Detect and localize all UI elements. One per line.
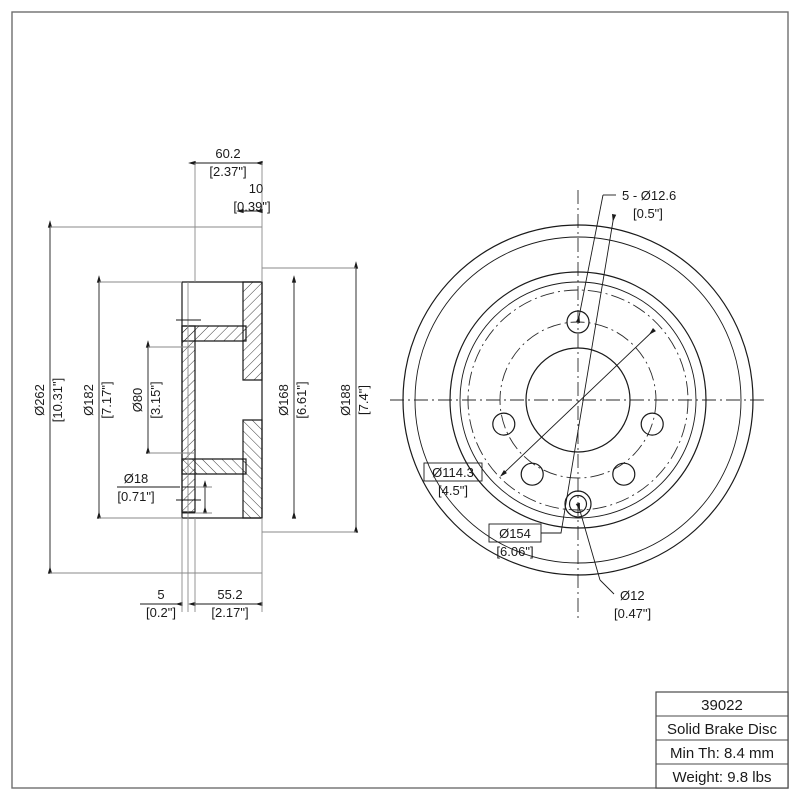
dim-outer-dia-in: [10.31"] — [50, 378, 65, 422]
dim-overall-width-in: [2.37"] — [209, 164, 246, 179]
face-friction-outer-circle — [414, 236, 742, 564]
callout-bolt-holes-in: [0.5"] — [633, 206, 663, 221]
face-pin-hole-outer — [564, 490, 592, 518]
callout-box-bolt-circle — [423, 462, 483, 482]
dim-hub-bore-mm: Ø80 — [130, 388, 145, 413]
dim-hat-depth-in: [0.2"] — [146, 605, 176, 620]
leader-inner-circle — [541, 214, 617, 534]
dim-mid-dia-in: [7.4"] — [356, 385, 371, 415]
dim-friction-outer-dia-in: [7.17"] — [99, 381, 114, 418]
callout-bolt-circle-in: [4.5"] — [438, 483, 468, 498]
section-hat-web-lower — [181, 458, 247, 475]
dim-friction-outer-dia-mm: Ø182 — [81, 384, 96, 416]
dim-inner-dia-mm: Ø168 — [276, 384, 291, 416]
dim-bolt-hole-mm: Ø18 — [124, 471, 149, 486]
dim-flange-thk-in: [0.39"] — [233, 199, 270, 214]
leader-pin-hole-tick — [599, 579, 615, 595]
face-hat-inner-circle — [459, 281, 697, 519]
callout-inner-circle-in: [6.06"] — [496, 544, 533, 559]
face-outer-circle — [402, 224, 754, 576]
dim-flange-thk-mm: 10 — [249, 181, 263, 196]
dim-hub-bore-in: [3.15"] — [148, 381, 163, 418]
callout-bolt-circle-mm: Ø114.3 — [432, 465, 474, 480]
callout-pin-hole-mm: Ø12 — [620, 588, 645, 603]
leader-pin-hole — [575, 502, 601, 581]
title-block: 39022 Solid Brake Disc Min Th: 8.4 mm We… — [655, 691, 789, 789]
callout-bolt-holes-mm: 5 - Ø12.6 — [622, 188, 676, 203]
section-hat-wall-upper — [181, 325, 196, 513]
dim-disc-depth-mm: 55.2 — [217, 587, 242, 602]
section-outer-outline — [243, 281, 263, 519]
title-block-part-number: 39022 — [701, 697, 743, 714]
title-block-weight: Weight: 9.8 lbs — [673, 769, 772, 786]
cross-section-view: 60.2 [2.37"] 10 [0.39"] Ø262 [10.31"] Ø1… — [32, 146, 371, 620]
title-block-description: Solid Brake Disc — [667, 721, 778, 738]
face-hat-outer-circle — [449, 271, 707, 529]
dim-bolt-hole-in: [0.71"] — [117, 489, 154, 504]
dim-outer-dia-mm: Ø262 — [32, 384, 47, 416]
face-bolt-hole-4 — [520, 462, 544, 486]
face-pin-hole-inner — [568, 494, 588, 514]
dim-line-bolt-circle — [499, 328, 656, 477]
face-bolt-hole-3 — [612, 462, 636, 486]
dim-mid-dia-mm: Ø188 — [338, 384, 353, 416]
callout-pin-hole-in: [0.47"] — [614, 606, 651, 621]
face-view: 5 - Ø12.6 [0.5"] Ø114.3 [4.5"] Ø154 [6.0… — [390, 188, 766, 622]
title-block-min-thickness: Min Th: 8.4 mm — [670, 745, 774, 762]
dim-inner-dia-in: [6.61"] — [294, 381, 309, 418]
dim-disc-depth-in: [2.17"] — [211, 605, 248, 620]
leader-bolt-holes — [575, 194, 604, 324]
callout-inner-circle-mm: Ø154 — [499, 526, 531, 541]
dim-overall-width-mm: 60.2 — [215, 146, 240, 161]
sheet-border — [11, 11, 789, 789]
dim-hat-depth-mm: 5 — [157, 587, 164, 602]
